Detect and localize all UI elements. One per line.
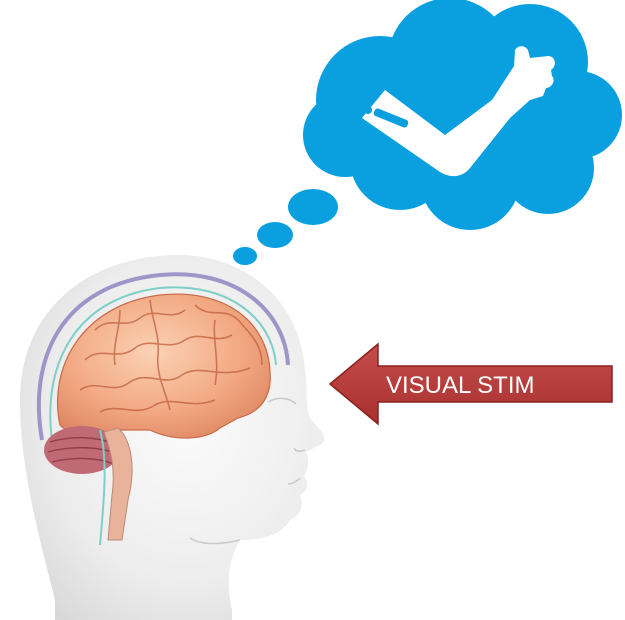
thought-trail bbox=[233, 189, 338, 265]
thought-dot-medium bbox=[257, 222, 293, 248]
head-brain-icon bbox=[20, 255, 324, 620]
thought-bubble bbox=[233, 0, 622, 265]
thought-dot-large bbox=[288, 189, 338, 225]
thought-dot-small bbox=[233, 247, 257, 265]
thought-cloud bbox=[303, 0, 622, 230]
arm-sleeve-button bbox=[364, 106, 372, 114]
visual-stim-arrow: VISUAL STIM bbox=[330, 344, 612, 424]
arrow-label: VISUAL STIM bbox=[386, 372, 534, 399]
